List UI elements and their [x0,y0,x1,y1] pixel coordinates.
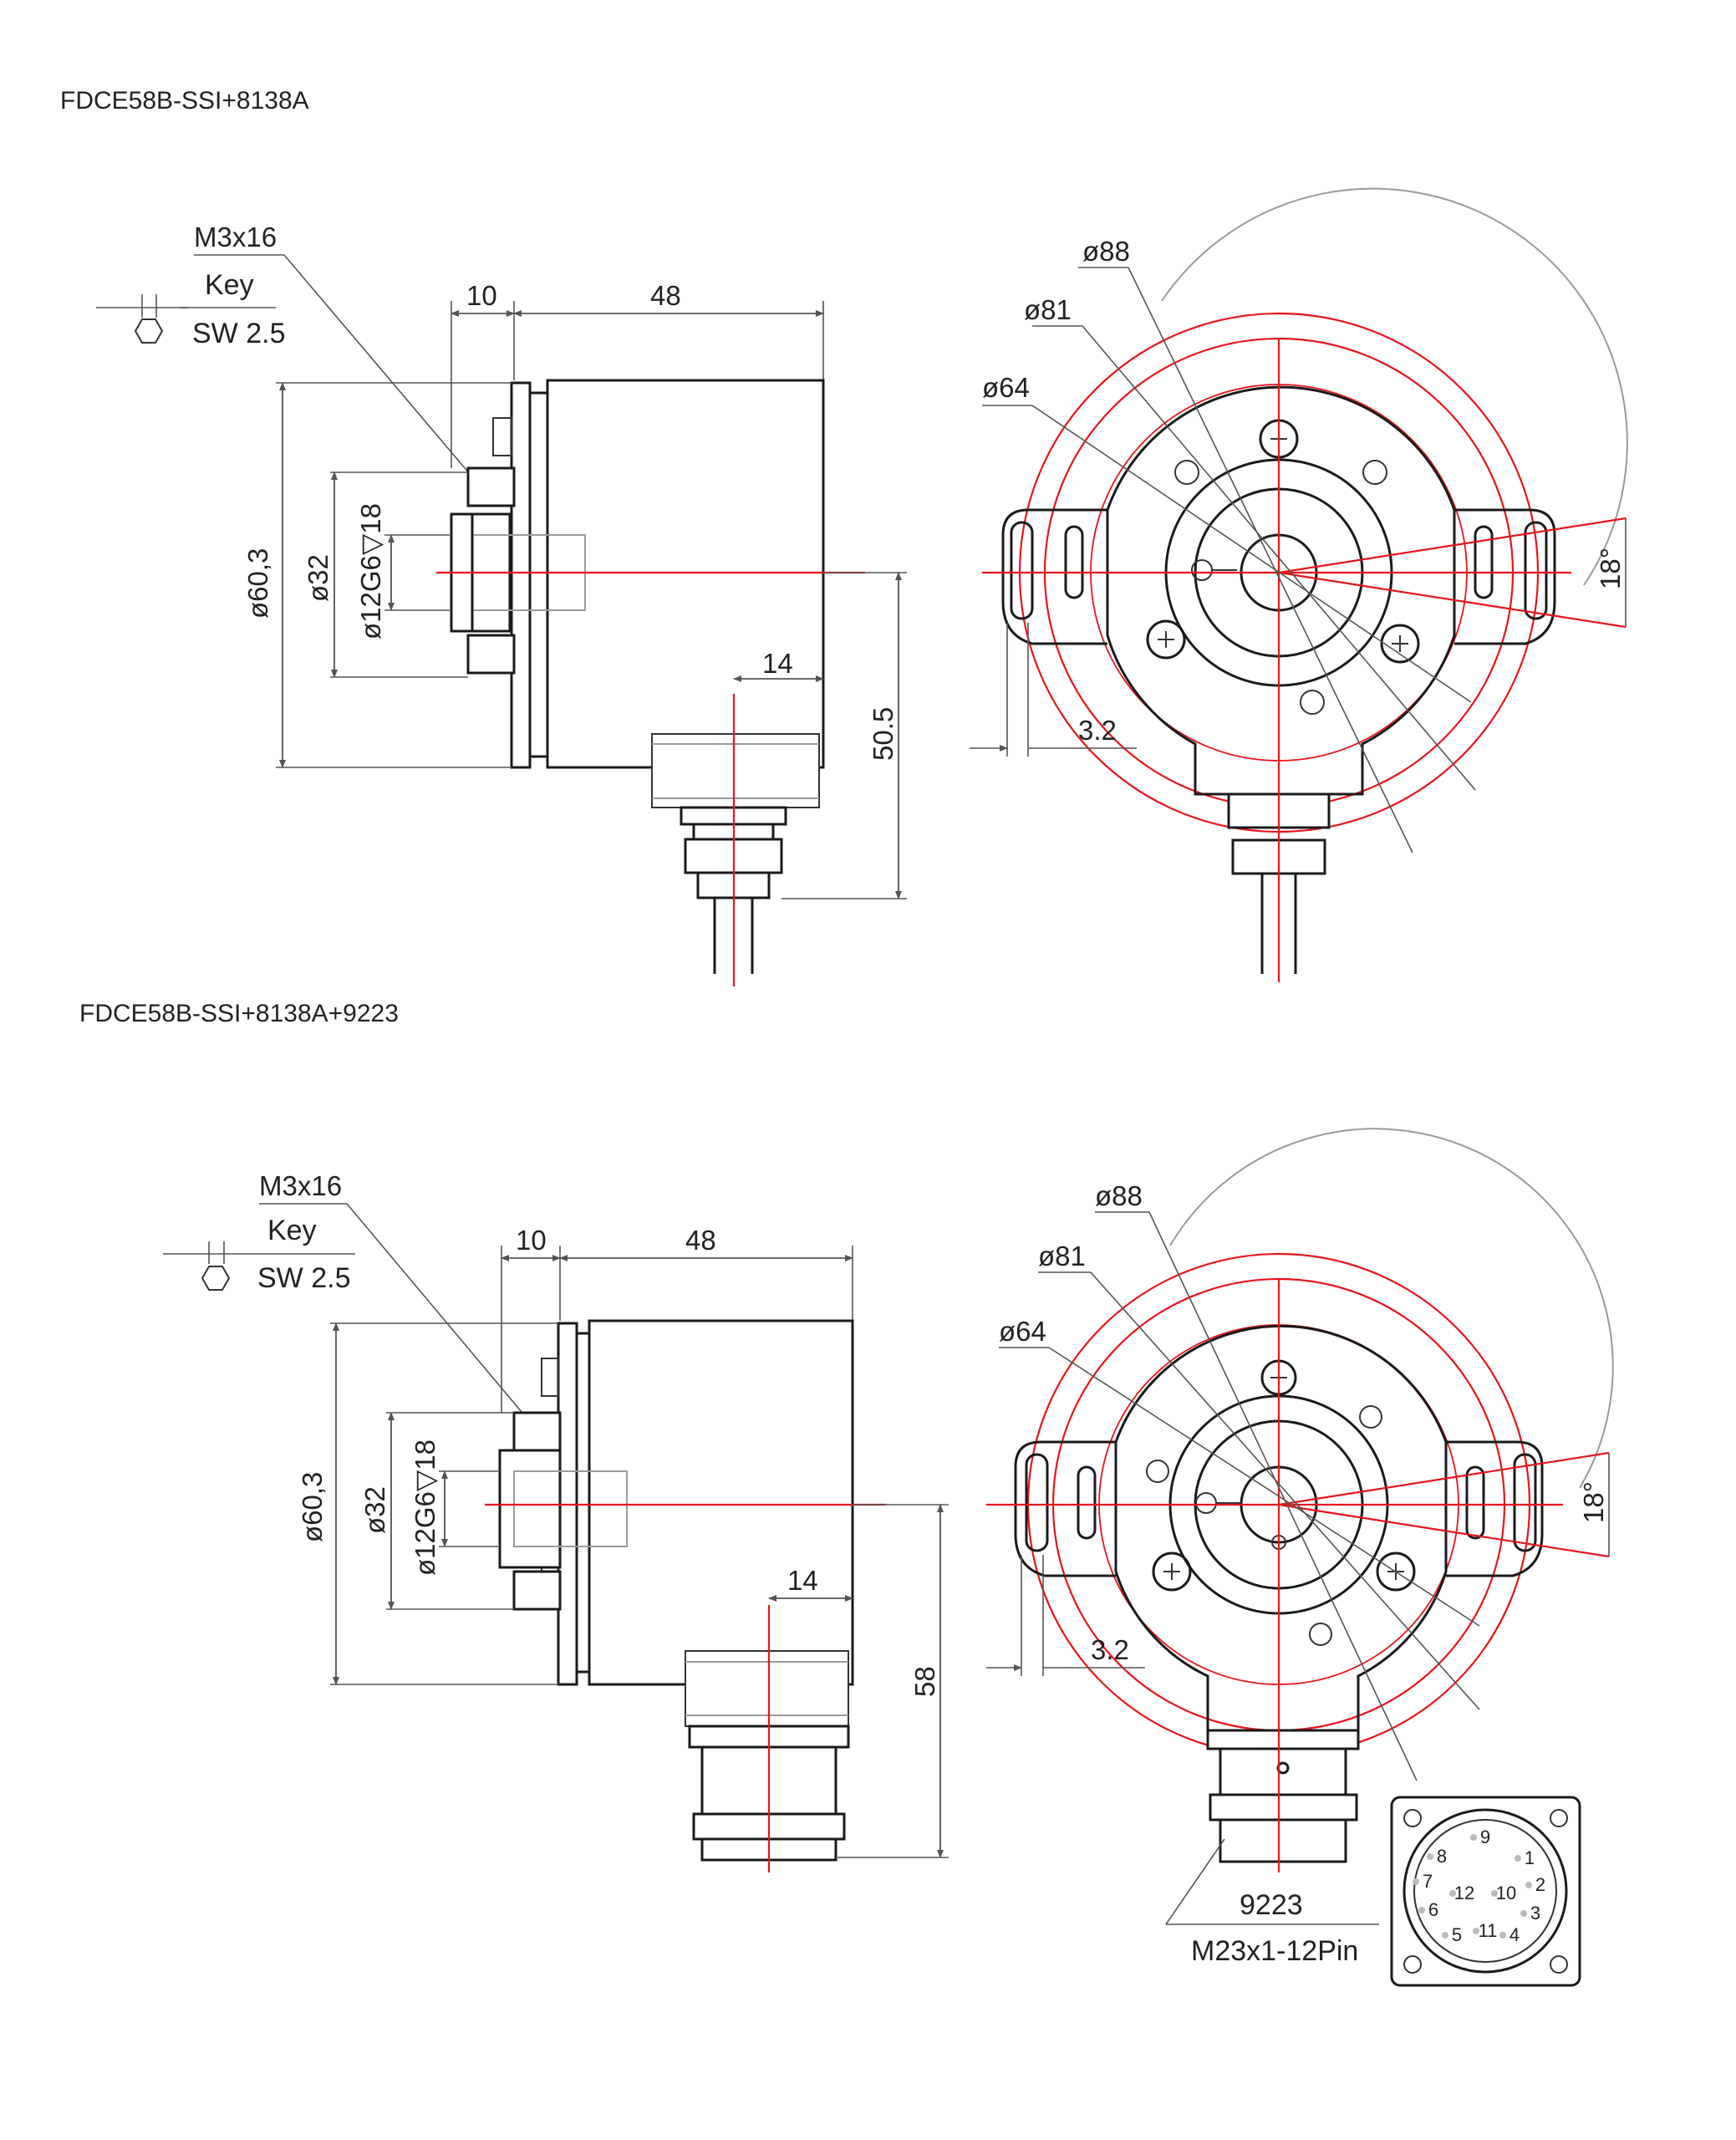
hex-key-icon-2 [201,1266,231,1291]
dim-slot-2: 3.2 [1091,1634,1129,1665]
drawing1-title: FDCE58B-SSI+8138A [60,87,309,115]
pin-label: 7 [1423,1871,1433,1892]
dim-slot: 3.2 [1078,715,1117,746]
pin-dot [1442,1932,1448,1939]
pin-label: 1 [1525,1847,1535,1868]
pin-label: 2 [1535,1874,1545,1895]
pin-dot [1449,1890,1456,1897]
angle-label: 18° [1595,548,1626,589]
pin-dot [1515,1855,1521,1862]
dia-64-label-2: ø64 [999,1316,1046,1347]
pin-dot [1525,1882,1532,1888]
pin-dot [1520,1910,1527,1917]
pin-dot [1470,1834,1477,1841]
screw-label-2: M3x16 [259,1170,342,1201]
dim-bore: ø12G6▽18 [355,503,386,639]
bore-dia-2: ø12G6 [410,1491,440,1576]
pin-label: 3 [1530,1903,1540,1923]
pin-label: 8 [1437,1846,1447,1867]
sw-label: SW 2.5 [192,318,285,349]
pin-dot [1499,1932,1506,1939]
dim-outer-diameter-2: ø60,3 [297,1472,328,1542]
dim-outer-diameter: ø60,3 [242,548,273,619]
side-view-2: Key SW 2.5 M3x16 10 48 ø60,3 ø32 [163,1170,949,1872]
connector-code: 9223 [1240,1889,1303,1921]
dim-body-length: 48 [650,280,681,311]
pin-label: 11 [1479,1920,1498,1941]
drawing2-title: FDCE58B-SSI+8138A+9223 [79,1000,399,1027]
pin-label: 4 [1509,1924,1520,1945]
key-label: Key [205,269,254,301]
bore-depth-2: ▽18 [410,1439,440,1491]
dim-body-length-2: 48 [685,1225,716,1256]
pin-dot [1491,1890,1498,1897]
angle-label-2: 18° [1578,1481,1609,1523]
dia-81-label: ø81 [1024,294,1072,325]
dim-mid-diameter: ø32 [303,554,333,602]
connector-spec: M23x1-12Pin [1191,1935,1358,1967]
hex-key-icon [134,318,164,344]
bore-depth: ▽18 [355,503,386,555]
pin-dot [1413,1878,1419,1885]
side-view-1: Key SW 2.5 M3x16 10 48 [96,222,907,986]
pin-dot [1473,1928,1479,1934]
dim-height: 50.5 [868,707,899,761]
dim-flange-width-2: 10 [516,1225,547,1256]
key-label-2: Key [267,1215,317,1246]
dim-connector-offset-2: 14 [787,1565,818,1596]
pin-label: 9 [1480,1827,1490,1847]
dia-88-label-2: ø88 [1095,1180,1143,1211]
sw-label-2: SW 2.5 [257,1262,350,1294]
pin-label: 10 [1496,1883,1516,1903]
pin-label: 5 [1452,1924,1462,1945]
dim-height-2: 58 [909,1666,940,1697]
dia-64-label: ø64 [982,372,1030,403]
screw-label: M3x16 [194,222,277,252]
pin-label: 6 [1428,1899,1438,1920]
dia-81-label-2: ø81 [1038,1241,1086,1271]
pin-dot [1427,1853,1433,1860]
dia-88-label: ø88 [1082,236,1130,267]
front-view-1: 18° ø88 ø81 ø64 3.2 [970,187,1628,982]
pin-label: 12 [1454,1883,1474,1903]
dim-flange-width: 10 [466,280,497,311]
dim-connector-offset: 14 [762,648,793,679]
dim-bore-2: ø12G6▽18 [410,1439,440,1576]
pin-dot [1418,1907,1425,1913]
front-view-2: 18° ø88 ø81 ø64 3.2 9223 M23x1-12Pin [986,1128,1614,1967]
dim-mid-diameter-2: ø32 [359,1486,390,1534]
bore-dia: ø12G6 [355,555,386,639]
